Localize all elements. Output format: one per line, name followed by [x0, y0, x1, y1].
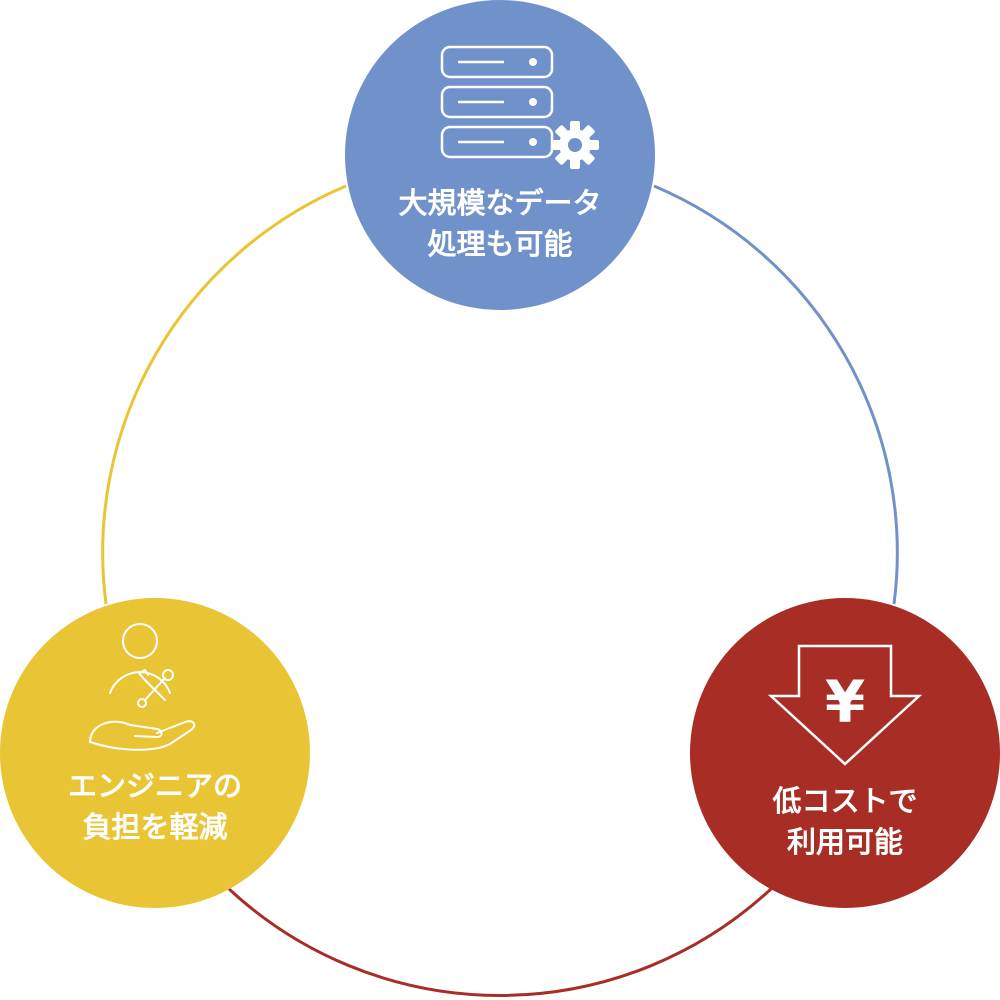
label-line-1: 大規模なデータ — [398, 186, 602, 220]
node-label: 低コストで 利用可能 — [690, 781, 1000, 863]
engineer-tools-hand-icon — [89, 623, 196, 751]
node-reduce-engineer-burden: エンジニアの 負担を軽減 — [0, 598, 310, 908]
label-line-2: 負担を軽減 — [82, 810, 228, 844]
ring-segment-right-left — [226, 886, 774, 997]
server-gear-icon — [440, 45, 599, 169]
node-label: 大規模なデータ 処理も可能 — [345, 183, 655, 265]
label-line-1: エンジニアの — [67, 769, 242, 803]
node-label: エンジニアの 負担を軽減 — [0, 766, 310, 848]
label-line-1: 低コストで — [772, 784, 918, 818]
yen-sign: ¥ — [825, 668, 865, 736]
yen-down-arrow-icon: ¥ — [767, 644, 923, 766]
ring-segment-left-top — [101, 184, 347, 605]
node-low-cost: ¥ 低コストで 利用可能 — [690, 598, 1000, 908]
node-large-data-processing: 大規模なデータ 処理も可能 — [345, 0, 655, 310]
ring-segment-top-right — [653, 184, 899, 605]
label-line-2: 処理も可能 — [427, 227, 573, 261]
label-line-2: 利用可能 — [786, 825, 903, 859]
